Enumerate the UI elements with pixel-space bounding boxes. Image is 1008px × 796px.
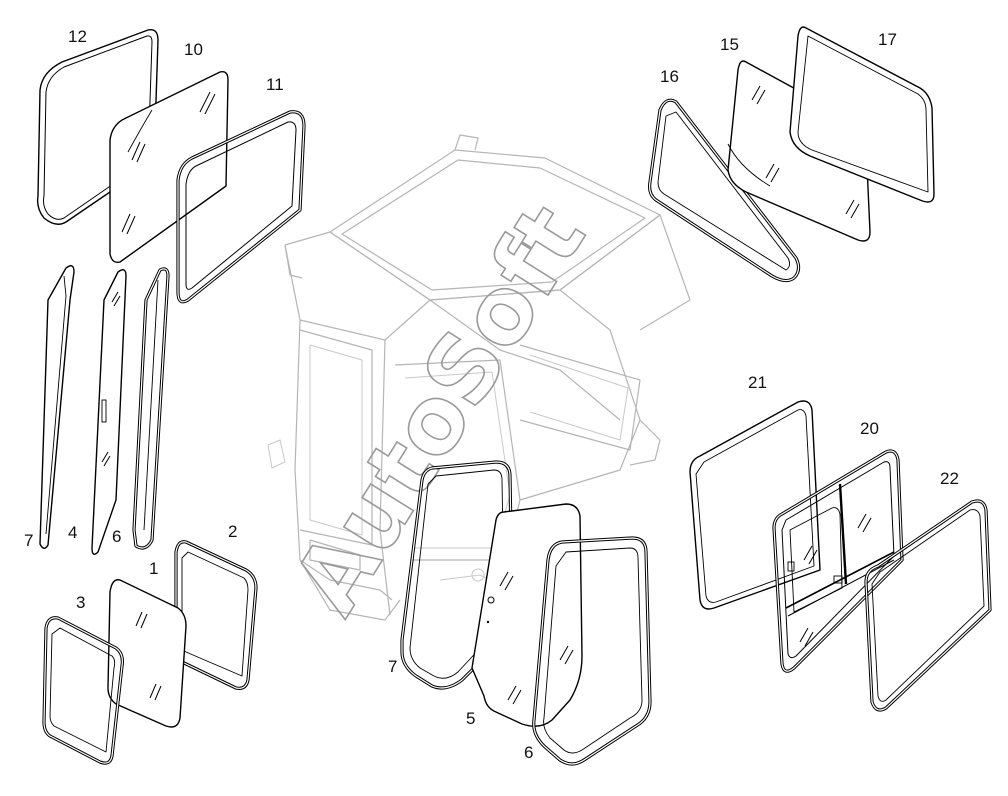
callout-1: 1	[149, 559, 158, 578]
callout-17: 17	[878, 30, 897, 49]
part-5-door-glass	[471, 503, 583, 727]
part-6-seal-strip	[132, 267, 170, 550]
cab-frame	[267, 134, 691, 621]
callout-7-left: 7	[24, 531, 33, 550]
callout-11: 11	[266, 75, 284, 94]
part-17-glass	[789, 26, 935, 203]
callout-21: 21	[748, 373, 767, 392]
callout-5: 5	[466, 709, 475, 728]
callout-16: 16	[660, 67, 679, 86]
part-16-seal	[648, 98, 801, 283]
callout-12: 12	[68, 27, 87, 46]
callout-22: 22	[940, 469, 959, 488]
callout-4: 4	[68, 523, 77, 542]
part-21-glass	[689, 400, 821, 610]
callout-10: 10	[184, 40, 203, 59]
part-3-seal	[42, 616, 124, 765]
callout-20: 20	[860, 419, 879, 438]
callout-7-center: 7	[388, 657, 397, 676]
callout-3: 3	[76, 593, 85, 612]
part-2-seal	[174, 540, 258, 690]
part-20-sliding-window	[772, 449, 904, 673]
callout-6-center: 6	[524, 743, 533, 762]
part-11-seal	[176, 110, 306, 304]
callout-15: 15	[720, 35, 739, 54]
part-4-glass-strip	[91, 269, 127, 555]
callout-labels: 12 10 11 16 15 17 7 4 6 2 1 3 21 20 22 7…	[24, 27, 959, 762]
part-22-seal	[864, 499, 992, 712]
part-7-door-glass	[400, 460, 514, 690]
callout-2: 2	[228, 522, 237, 541]
part-1-glass	[107, 579, 187, 728]
part-6-door-seal	[532, 536, 652, 766]
part-7-strip-left	[39, 265, 75, 549]
callout-6-left: 6	[112, 527, 121, 546]
part-10-glass	[109, 70, 229, 264]
